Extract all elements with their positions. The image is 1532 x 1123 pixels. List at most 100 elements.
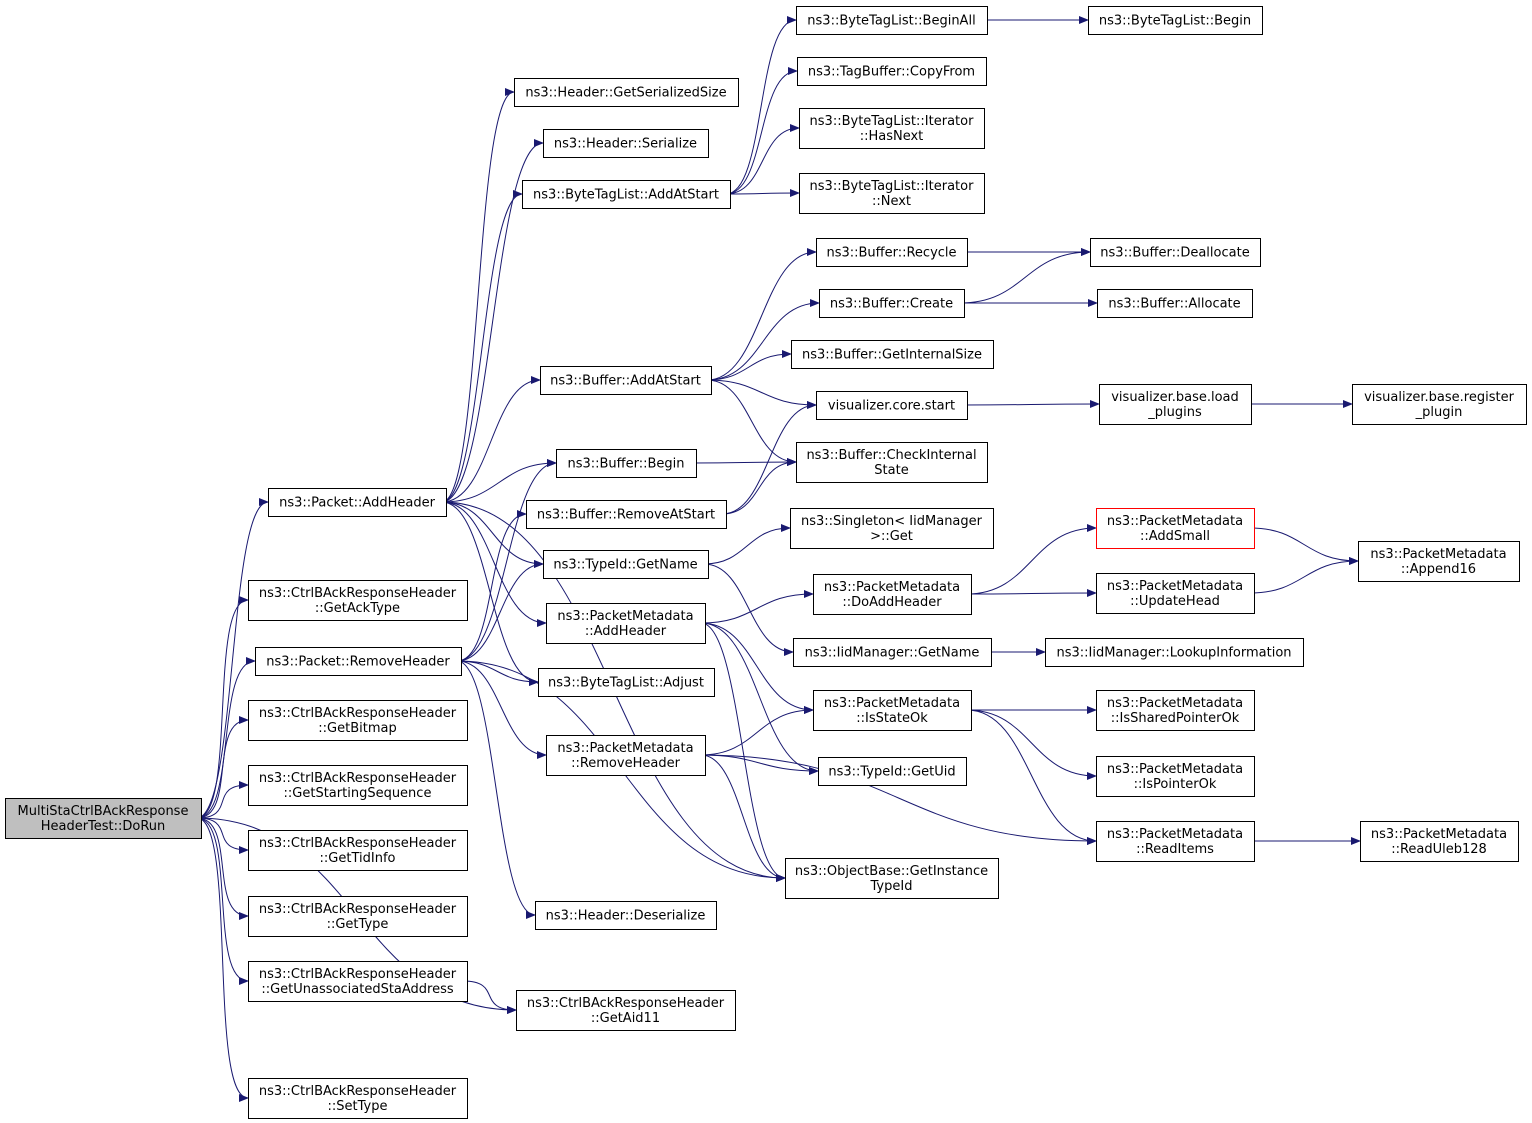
node-buffer-create[interactable]: ns3::Buffer::Create: [819, 289, 965, 318]
node-packetmetadata-ispointerok[interactable]: ns3::PacketMetadata::IsPointerOk: [1096, 756, 1255, 797]
node-box: [5, 798, 202, 839]
node-buffer-addatstart[interactable]: ns3::Buffer::AddAtStart: [540, 366, 712, 395]
node-label: ns3::Buffer::Allocate: [1108, 297, 1240, 312]
node-box: [543, 129, 709, 158]
node-packet-addheader[interactable]: ns3::Packet::AddHeader: [268, 488, 447, 517]
node-label: ::GetAckType: [315, 601, 400, 616]
node-ctrl-gettype[interactable]: ns3::CtrlBAckResponseHeader::GetType: [248, 896, 468, 937]
node-header-getserializedsize[interactable]: ns3::Header::GetSerializedSize: [514, 78, 739, 107]
node-typeid-getuid[interactable]: ns3::TypeId::GetUid: [818, 757, 967, 786]
node-buffer-deallocate[interactable]: ns3::Buffer::Deallocate: [1090, 238, 1261, 267]
node-ctrl-getaid11[interactable]: ns3::CtrlBAckResponseHeader::GetAid11: [516, 990, 736, 1031]
node-iterator-hasnext[interactable]: ns3::ByteTagList::Iterator::HasNext: [799, 108, 985, 149]
node-bytetaglist-adjust[interactable]: ns3::ByteTagList::Adjust: [538, 668, 715, 697]
node-header-deserialize[interactable]: ns3::Header::Deserialize: [535, 901, 717, 930]
node-header-serialize[interactable]: ns3::Header::Serialize: [543, 129, 709, 158]
edge-typeid-getname-to-singleton-get: [703, 524, 791, 565]
edge-packetmetadata-addheader-to-packetmetadata-doaddheader: [700, 590, 814, 624]
node-visualizer-base-load-plugins[interactable]: visualizer.base.load_plugins: [1099, 384, 1252, 425]
edge-buffer-removeatstart-to-visualizer-core-start: [721, 401, 817, 515]
node-box: [1096, 690, 1255, 731]
node-buffer-allocate[interactable]: ns3::Buffer::Allocate: [1097, 289, 1253, 318]
edge-typeid-getname-to-iidmanager-getname: [703, 563, 794, 656]
node-label: ns3::IidManager::LookupInformation: [1056, 646, 1291, 661]
node-ctrl-getstartingsequence[interactable]: ns3::CtrlBAckResponseHeader::GetStarting…: [248, 765, 468, 806]
node-tagbuffer-copyfrom[interactable]: ns3::TagBuffer::CopyFrom: [797, 57, 987, 86]
node-box: [540, 366, 712, 395]
node-label: State: [874, 463, 908, 478]
node-buffer-recycle[interactable]: ns3::Buffer::Recycle: [816, 238, 968, 267]
node-packetmetadata-doaddheader[interactable]: ns3::PacketMetadata::DoAddHeader: [813, 574, 972, 615]
node-box: [797, 57, 987, 86]
node-label: ns3::ByteTagList::Iterator: [810, 114, 975, 129]
node-packet-removeheader[interactable]: ns3::Packet::RemoveHeader: [255, 647, 462, 676]
node-singleton-get[interactable]: ns3::Singleton< IidManager>::Get: [790, 508, 994, 549]
node-bytetaglist-addatstart[interactable]: ns3::ByteTagList::AddAtStart: [522, 180, 731, 209]
node-label: ns3::Buffer::GetInternalSize: [802, 348, 982, 363]
edge-packet-addheader-to-packetmetadata-addheader: [441, 501, 547, 627]
node-box: [248, 765, 468, 806]
node-iidmanager-getname[interactable]: ns3::IidManager::GetName: [793, 638, 992, 667]
edge-packet-addheader-to-header-serialize: [441, 139, 544, 503]
node-label: ::IsPointerOk: [1134, 777, 1217, 792]
node-packetmetadata-updatehead[interactable]: ns3::PacketMetadata::UpdateHead: [1096, 573, 1255, 614]
node-ctrl-gettidinfo[interactable]: ns3::CtrlBAckResponseHeader::GetTidInfo: [248, 830, 468, 871]
node-bytetaglist-beginall[interactable]: ns3::ByteTagList::BeginAll: [796, 6, 988, 35]
node-box: [816, 391, 968, 420]
node-ctrl-getacktype[interactable]: ns3::CtrlBAckResponseHeader::GetAckType: [248, 580, 468, 621]
node-label: ns3::Packet::RemoveHeader: [266, 655, 450, 670]
node-ctrl-settype[interactable]: ns3::CtrlBAckResponseHeader::SetType: [248, 1078, 468, 1119]
node-packetmetadata-append16[interactable]: ns3::PacketMetadata::Append16: [1358, 541, 1520, 582]
edge-packet-removeheader-to-packetmetadata-removeheader: [456, 660, 547, 759]
node-box: [791, 340, 994, 369]
node-label: ::Append16: [1401, 562, 1476, 577]
node-packetmetadata-issharedpointerok[interactable]: ns3::PacketMetadata::IsSharedPointerOk: [1096, 690, 1255, 731]
node-label: ::SetType: [328, 1099, 388, 1114]
node-label: ns3::Buffer::Deallocate: [1100, 246, 1249, 261]
node-label: ns3::ByteTagList::BeginAll: [807, 14, 975, 29]
edge-packet-addheader-to-buffer-addatstart: [441, 376, 541, 503]
edge-packetmetadata-doaddheader-to-packetmetadata-addsmall: [966, 524, 1097, 595]
node-label: TypeId: [870, 879, 913, 894]
node-box: [818, 757, 967, 786]
node-box: [813, 690, 972, 731]
node-label: ns3::ByteTagList::Iterator: [810, 179, 975, 194]
node-packetmetadata-readuleb128[interactable]: ns3::PacketMetadata::ReadUleb128: [1360, 821, 1519, 862]
edge-packetmetadata-updatehead-to-packetmetadata-append16: [1249, 557, 1359, 594]
edge-root-to-ctrl-settype: [196, 817, 249, 1102]
node-label: ns3::PacketMetadata: [1371, 827, 1507, 842]
node-bytetaglist-begin[interactable]: ns3::ByteTagList::Begin: [1088, 6, 1263, 35]
node-label: ns3::Buffer::CheckInternal: [806, 448, 976, 463]
node-buffer-begin[interactable]: ns3::Buffer::Begin: [556, 449, 697, 478]
node-packetmetadata-addheader[interactable]: ns3::PacketMetadata::AddHeader: [546, 603, 706, 644]
edge-packetmetadata-removeheader-to-objectbase-getinstancetypeid: [700, 754, 786, 882]
node-box: [248, 1078, 468, 1119]
node-iterator-next[interactable]: ns3::ByteTagList::Iterator::Next: [799, 173, 985, 214]
edge-packetmetadata-isstateok-to-packetmetadata-readitems: [966, 709, 1097, 845]
node-label: ::ReadUleb128: [1391, 842, 1487, 857]
node-visualizer-base-register-plugin[interactable]: visualizer.base.register_plugin: [1352, 384, 1527, 425]
node-label: ns3::Header::Deserialize: [546, 909, 706, 924]
node-label: ns3::ByteTagList::Begin: [1099, 14, 1251, 29]
node-packetmetadata-isstateok[interactable]: ns3::PacketMetadata::IsStateOk: [813, 690, 972, 731]
node-box: [1358, 541, 1520, 582]
node-box: [248, 961, 468, 1002]
node-packetmetadata-addsmall[interactable]: ns3::PacketMetadata::AddSmall: [1096, 508, 1255, 549]
node-root[interactable]: MultiStaCtrlBAckResponseHeaderTest::DoRu…: [5, 798, 202, 839]
node-box: [255, 647, 462, 676]
node-buffer-removeatstart[interactable]: ns3::Buffer::RemoveAtStart: [526, 500, 727, 529]
edge-packetmetadata-removeheader-to-packetmetadata-isstateok: [700, 706, 814, 756]
node-packetmetadata-removeheader[interactable]: ns3::PacketMetadata::RemoveHeader: [546, 735, 706, 776]
node-typeid-getname[interactable]: ns3::TypeId::GetName: [543, 550, 709, 579]
node-iidmanager-lookupinformation[interactable]: ns3::IidManager::LookupInformation: [1045, 638, 1304, 667]
edge-packetmetadata-removeheader-to-packetmetadata-readitems: [700, 754, 1097, 845]
node-ctrl-getunassociatedstaaddress[interactable]: ns3::CtrlBAckResponseHeader::GetUnassoci…: [248, 961, 468, 1002]
node-label: ns3::PacketMetadata: [1107, 762, 1243, 777]
node-packetmetadata-readitems[interactable]: ns3::PacketMetadata::ReadItems: [1096, 821, 1255, 862]
node-buffer-getinternalsize[interactable]: ns3::Buffer::GetInternalSize: [791, 340, 994, 369]
node-ctrl-getbitmap[interactable]: ns3::CtrlBAckResponseHeader::GetBitmap: [248, 700, 468, 741]
node-visualizer-core-start[interactable]: visualizer.core.start: [816, 391, 968, 420]
node-label: ns3::CtrlBAckResponseHeader: [259, 967, 457, 982]
